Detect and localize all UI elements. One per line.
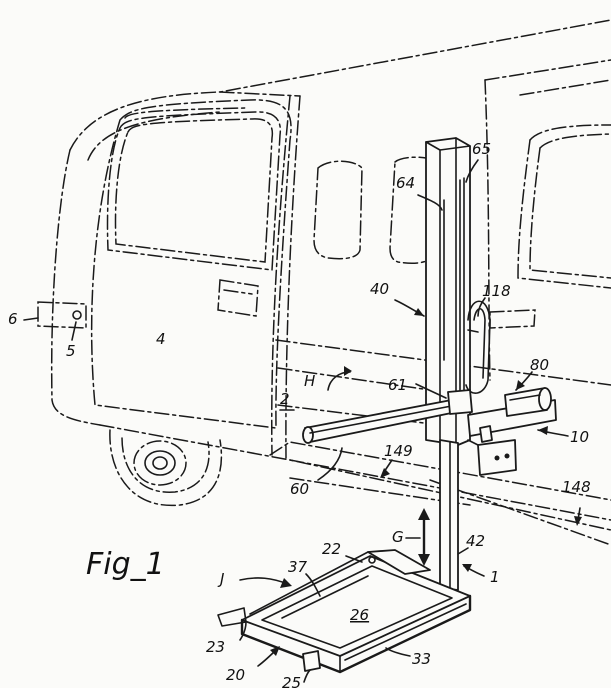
side-door-handle [489,309,536,329]
figure-caption: Fig_1 [86,547,165,582]
lower-column [439,439,459,591]
cable-loop [465,300,491,394]
label-42: 42 [466,532,485,550]
arm-collar [447,389,473,415]
label-148: 148 [562,478,591,496]
label-65: 65 [472,140,491,158]
label-10: 10 [570,428,589,446]
label-1: 1 [490,568,500,586]
label-37: 37 [288,558,308,576]
label-61: 61 [388,376,407,394]
front-wheel [109,429,223,507]
label-5: 5 [66,342,76,360]
leader-lines [23,159,582,683]
side-windows [313,124,611,289]
label-25: 25 [282,674,301,688]
label-J: J [217,570,224,588]
horizontal-arm [302,397,467,444]
label-20: 20 [226,666,245,684]
label-40: 40 [370,280,389,298]
label-33: 33 [412,650,431,668]
van-body-outline [50,19,611,546]
label-118: 118 [482,282,511,300]
motor-assembly [467,387,557,476]
label-22: 22 [322,540,341,558]
front-door [90,99,292,429]
label-26: 26 [350,606,369,624]
label-H: H [304,372,315,390]
label-80: 80 [530,356,549,374]
label-6: 6 [8,310,18,328]
label-G: G [392,528,404,546]
fuel-latch [37,301,87,329]
label-4: 4 [156,330,166,348]
label-2: 2 [280,390,290,408]
vertical-mast [425,137,471,446]
label-64: 64 [396,174,415,192]
lift-platform [217,549,472,674]
label-149: 149 [384,442,413,460]
labels: 6 5 4 2 H 40 64 65 118 80 61 10 149 60 1… [8,140,591,688]
label-60: 60 [290,480,309,498]
label-23: 23 [206,638,225,656]
